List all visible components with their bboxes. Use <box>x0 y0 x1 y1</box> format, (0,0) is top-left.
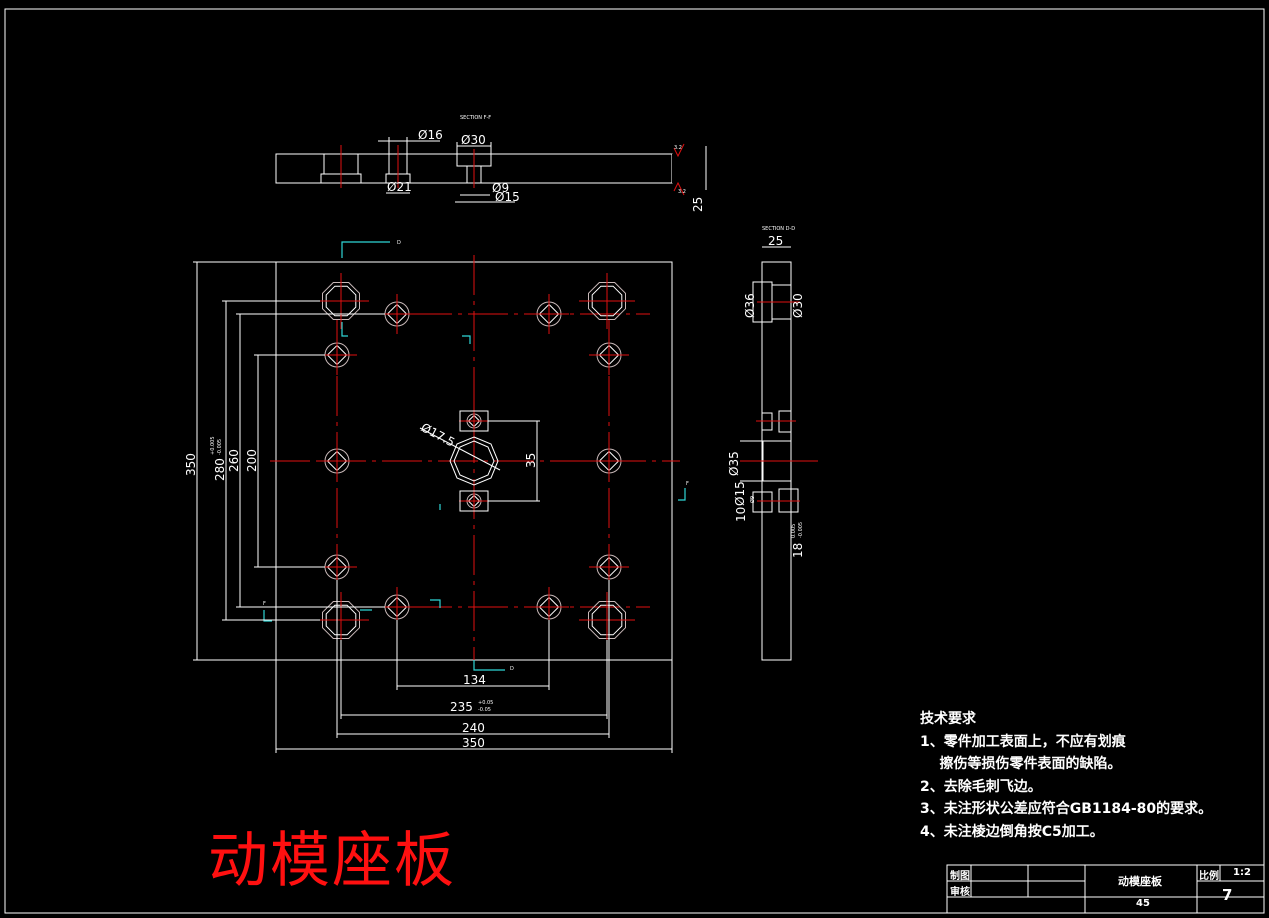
dim-h280: 280 <box>213 458 227 481</box>
title-block <box>946 864 1265 914</box>
drawn-by-label: 制图 <box>950 871 970 882</box>
main-view: Ø17.5 35 D D F F 350 280 +0.005 -0.005 2… <box>184 240 689 753</box>
dim-v35: 35 <box>524 453 538 468</box>
tech-item: 2、去除毛刺飞边。 <box>920 778 1042 795</box>
top-section-label: SECTION F-F <box>460 115 491 121</box>
guide-pillar-hole <box>322 601 360 639</box>
tech-heading: 技术要求 <box>920 711 976 727</box>
dim-width-350: 350 <box>462 736 485 750</box>
material: 45 <box>1136 898 1150 909</box>
section-mark-f-right: F <box>686 481 689 487</box>
roughness-top: 3.2 <box>674 145 682 151</box>
dim-d36: Ø36 <box>743 293 757 318</box>
checked-by-label: 审核 <box>950 887 970 898</box>
side-section-view: SECTION D-D 25 Ø36 Ø30 Ø35 Ø15 Ø9 10 18 … <box>727 226 818 661</box>
dim-d17-5: Ø17.5 <box>419 420 458 449</box>
dim-side-d9: Ø9 <box>749 496 756 503</box>
sheet-number: 7 <box>1222 886 1233 904</box>
dim-h280-tol-upper: +0.005 <box>210 436 216 455</box>
drawing-title: 动模座板 <box>208 826 456 896</box>
guide-pillar-hole-inner <box>325 604 357 636</box>
tech-item: 3、未注形状公差应符合GB1184-80的要求。 <box>920 801 1213 817</box>
dim-side-d30: Ø30 <box>791 293 805 318</box>
dim-d35: Ø35 <box>727 451 741 476</box>
dim-h260: 260 <box>227 449 241 472</box>
tech-item: 4、未注棱边倒角按C5加工。 <box>920 823 1104 840</box>
dim-side-d15: Ø15 <box>733 481 747 506</box>
dim-w235-tol-upper: +0.05 <box>478 700 493 706</box>
guide-pillar-hole-inner <box>325 285 357 317</box>
dim-ten: 10 <box>734 507 748 522</box>
drawing-frame <box>4 8 1265 914</box>
dim-eighteen-tol-upper: 0.005 <box>791 524 797 538</box>
part-name: 动模座板 <box>1118 875 1162 888</box>
dim-eighteen: 18 <box>791 543 805 558</box>
technical-requirements: 技术要求 1、零件加工表面上，不应有划痕 擦伤等损伤零件表面的缺陷。 2、去除毛… <box>920 708 1212 843</box>
dim-w134: 134 <box>463 673 486 687</box>
tech-item: 擦伤等损伤零件表面的缺陷。 <box>920 756 1122 772</box>
guide-pillar-hole-inner <box>591 285 623 317</box>
dim-d30: Ø30 <box>461 133 486 147</box>
top-section-view: SECTION F-F Ø16 Ø30 Ø21 Ø9 Ø15 25 3.2 3.… <box>275 115 712 212</box>
dim-d9: Ø9 <box>492 181 509 195</box>
guide-pillar-hole <box>588 282 626 320</box>
dim-w240: 240 <box>462 721 485 735</box>
dim-thickness: 25 <box>691 197 705 212</box>
guide-pillar-hole <box>588 601 626 639</box>
guide-pillar-hole <box>322 282 360 320</box>
section-mark-d-bottom: D <box>510 666 514 672</box>
roughness-bottom: 3.2 <box>678 189 686 195</box>
scale-label: 比例 <box>1199 871 1219 882</box>
dim-d16: Ø16 <box>418 128 443 142</box>
section-mark-f-left: F <box>263 601 266 607</box>
tech-item: 1、零件加工表面上，不应有划痕 <box>920 733 1126 750</box>
dim-h280-tol-lower: -0.005 <box>217 439 223 455</box>
dim-d21: Ø21 <box>387 180 412 194</box>
dim-height-350: 350 <box>184 453 198 476</box>
dim-side-width: 25 <box>768 234 783 248</box>
dim-w235-tol-lower: -0.05 <box>478 707 491 713</box>
scale-value: 1:2 <box>1233 867 1251 878</box>
dim-d15: Ø15 <box>495 190 520 204</box>
section-mark-d-top: D <box>397 240 401 246</box>
dim-w235: 235 <box>450 700 473 714</box>
dim-eighteen-tol-lower: -0.005 <box>798 522 804 538</box>
side-section-label: SECTION D-D <box>762 226 795 232</box>
dim-h200: 200 <box>245 449 259 472</box>
